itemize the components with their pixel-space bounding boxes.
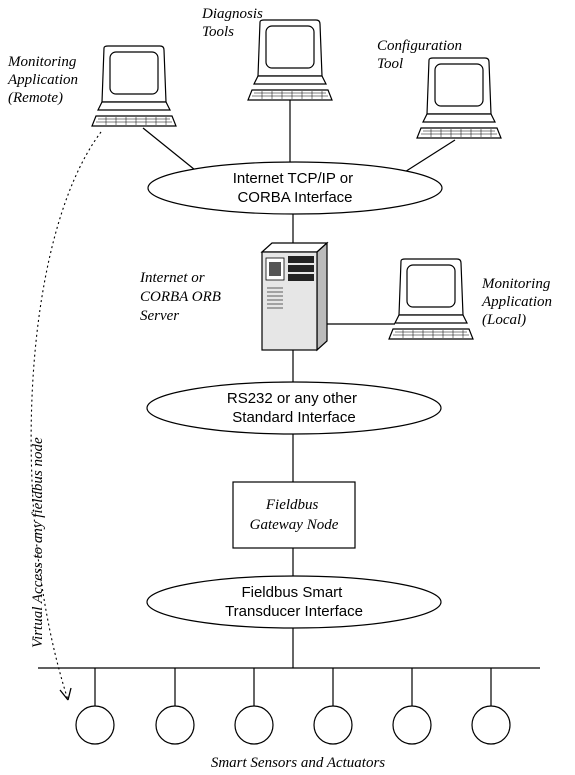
gateway-label: Fieldbus Gateway Node: [250, 497, 339, 533]
internet-interface-ellipse: [147, 161, 443, 215]
configuration-terminal-icon: [416, 57, 502, 139]
server-label: Internet or CORBA ORB Server: [139, 270, 225, 324]
monitoring-remote-label: Monitoring Application (Remote): [7, 54, 82, 106]
fieldbus-interface-ellipse: [146, 575, 442, 629]
virtual-access-label: Virtual Access to any fieldbus node: [30, 437, 46, 648]
rs232-interface-label: RS232 or any other Standard Interface: [227, 390, 361, 426]
configuration-label: Configuration Tool: [377, 38, 466, 72]
sensor-node: [471, 705, 511, 745]
link-configuration: [399, 139, 456, 176]
diagnosis-label: Diagnosis Tools: [201, 6, 267, 40]
monitoring-remote-terminal-icon: [91, 45, 177, 127]
sensor-node: [75, 705, 115, 745]
server-tower-icon: [260, 241, 329, 352]
monitoring-local-label: Monitoring Application (Local): [481, 276, 556, 328]
sensor-node: [392, 705, 432, 745]
internet-interface-label: Internet TCP/IP or CORBA Interface: [233, 170, 358, 206]
arrowhead-icon: [59, 687, 72, 701]
virtual-access-arrow: [30, 131, 102, 701]
monitoring-local-terminal-icon: [388, 258, 474, 340]
diagnosis-terminal-icon: [247, 19, 333, 101]
fieldbus-interface-label: Fieldbus Smart Transducer Interface: [225, 584, 363, 620]
sensors-label: Smart Sensors and Actuators: [211, 755, 385, 771]
sensor-node: [155, 705, 195, 745]
sensor-node: [234, 705, 274, 745]
rs232-interface-ellipse: [146, 381, 442, 435]
gateway-box: [232, 481, 356, 549]
sensor-node: [313, 705, 353, 745]
